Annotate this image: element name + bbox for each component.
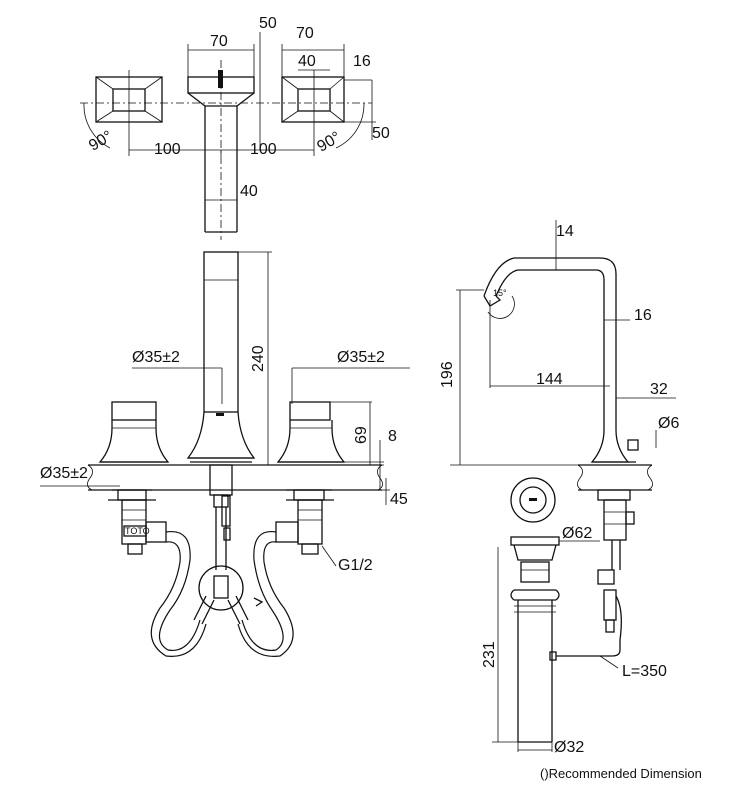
front-left-handle (98, 401, 170, 463)
side-under-body (556, 489, 635, 657)
dim-dia-62: Ø62 (562, 525, 592, 542)
front-hoses (150, 530, 294, 657)
dim-32-top: 32 (650, 381, 668, 398)
side-spout: 15° (483, 257, 639, 463)
dim-thread: G1/2 (338, 557, 373, 574)
dim-16: 16 (353, 53, 371, 70)
dim-height-196: 196 (439, 361, 456, 388)
popup-drain (510, 536, 560, 743)
dim-width-70-right: 70 (296, 25, 314, 42)
dim-width-70-left: 70 (210, 33, 228, 50)
dim-dia-center: Ø35±2 (132, 349, 180, 366)
dim-height-69: 69 (353, 426, 370, 444)
front-right-valve-body (275, 489, 334, 555)
dim-45: 45 (390, 491, 408, 508)
front-left-valve-body: TOTO (108, 489, 167, 555)
dim-angle-right: 90° (314, 129, 343, 156)
dim-length-350: L=350 (622, 663, 667, 680)
top-view: 70 50 70 40 16 90° 100 100 90° 50 40 (80, 15, 390, 240)
drain-cap-view (510, 477, 556, 523)
top-right-handle (281, 70, 345, 130)
dim-reach-144: 144 (536, 371, 563, 388)
dim-50-top: 50 (259, 15, 277, 32)
dim-dia-left: Ø35±2 (40, 465, 88, 482)
dim-height-231: 231 (481, 641, 498, 668)
dim-14: 14 (556, 223, 574, 240)
front-right-handle (276, 401, 346, 463)
recommended-dimension-note: ()Recommended Dimension (540, 766, 702, 781)
side-view: 15° (439, 220, 679, 756)
aerator-angle: 15° (493, 288, 507, 298)
dim-8: 8 (388, 428, 397, 445)
dim-16-side: 16 (634, 307, 652, 324)
dim-50-right: 50 (372, 125, 390, 142)
front-center-shank (209, 464, 233, 570)
dim-angle-left: 90° (86, 128, 115, 155)
dim-width-40: 40 (298, 53, 316, 70)
dim-100-left: 100 (154, 141, 181, 158)
front-spout (186, 251, 256, 463)
brand-label: TOTO (125, 526, 150, 536)
dim-dia-6: Ø6 (658, 415, 679, 432)
top-center-spout (187, 60, 255, 240)
dim-spout-40: 40 (240, 183, 258, 200)
dim-100-right: 100 (250, 141, 277, 158)
top-left-handle (95, 70, 163, 130)
front-view: TOTO (40, 251, 410, 657)
dim-dia-32: Ø32 (554, 739, 584, 756)
dim-dia-right: Ø35±2 (337, 349, 385, 366)
dim-height-240: 240 (250, 345, 267, 372)
